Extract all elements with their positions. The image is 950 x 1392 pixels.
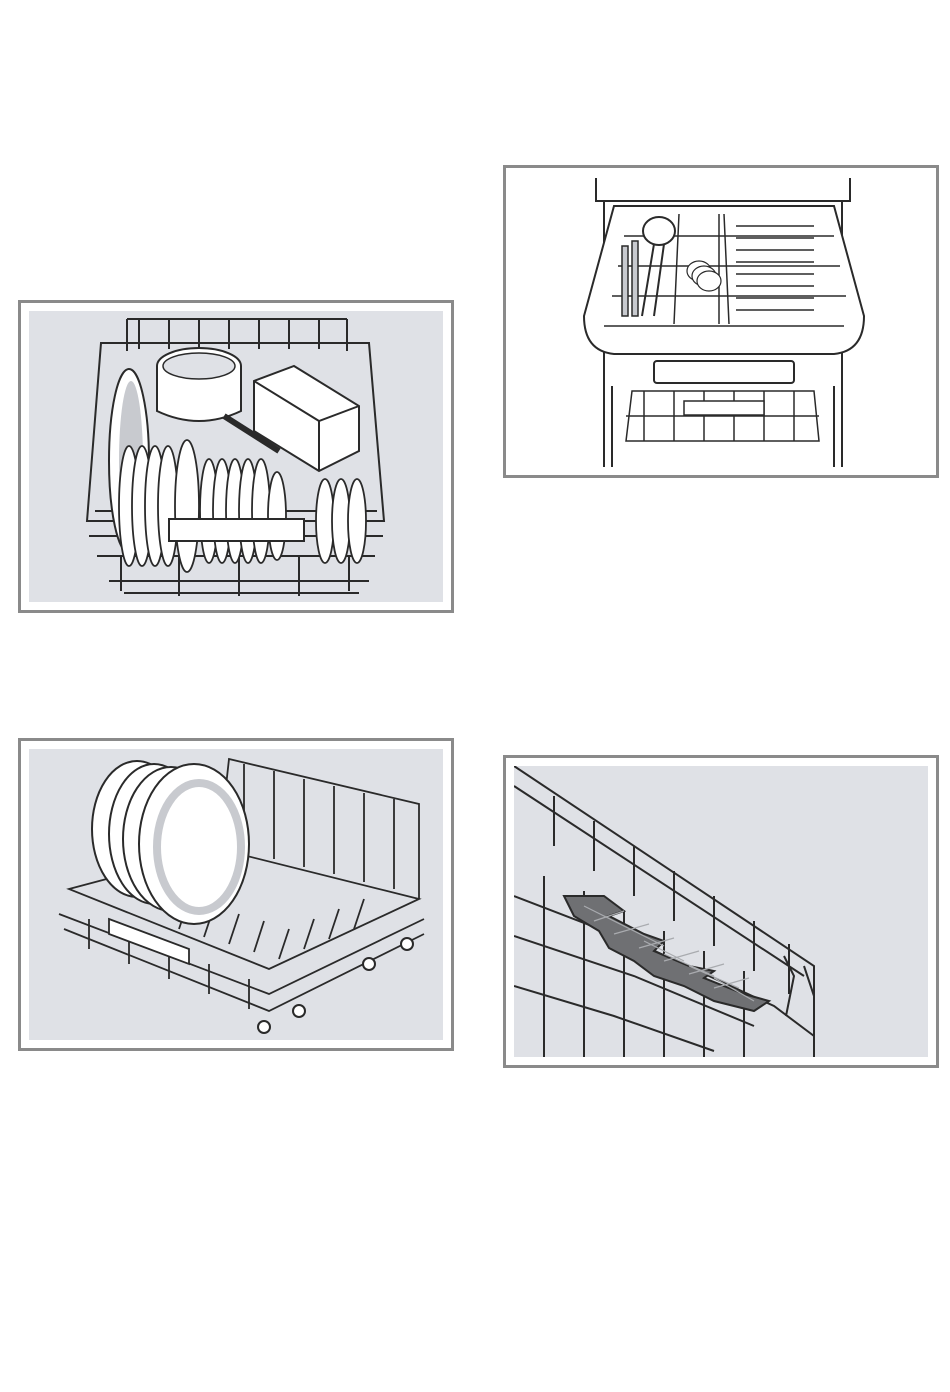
figure-panel <box>514 766 928 1057</box>
figure-panel <box>29 749 443 1040</box>
figure-panel <box>29 311 443 602</box>
figure-cutlery-drawer <box>503 165 939 478</box>
figure-lower-rack-loaded <box>18 300 454 613</box>
figure-rack-insert-closeup <box>503 755 939 1068</box>
lower-rack-illustration <box>29 311 443 602</box>
figure-panel <box>514 176 928 467</box>
rack-insert-illustration <box>514 766 928 1057</box>
cutlery-drawer-illustration <box>514 176 928 467</box>
figure-lower-rack-large-plates <box>18 738 454 1051</box>
large-plates-rack-illustration <box>29 749 443 1040</box>
